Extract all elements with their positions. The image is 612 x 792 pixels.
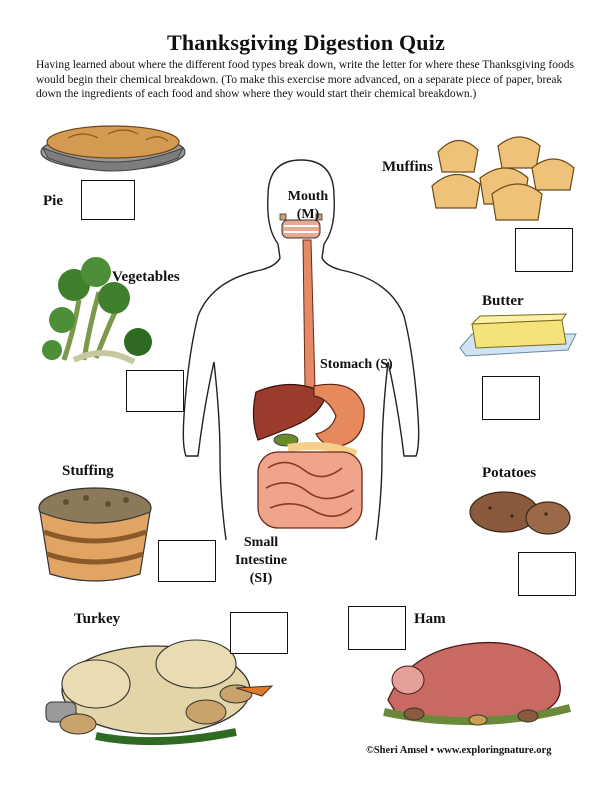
food-label-ham: Ham [414,611,446,627]
credit-line: ©Sheri Amsel • www.exploringnature.org [366,745,552,756]
stuffing-illustration [38,487,152,582]
small-intestine-icon [257,451,363,529]
organ-label-small-intestine-line1: Small [243,535,279,550]
organ-label-mouth: Mouth (M) [280,188,336,224]
organ-label-small-intestine-code: (SI) [249,571,273,586]
potatoes-illustration [469,491,571,535]
food-label-stuffing: Stuffing [62,463,114,479]
food-label-muffins: Muffins [382,159,433,175]
muffins-illustration [431,136,575,221]
organ-label-small-intestine-line2: Intestine [234,553,288,568]
page-title: Thanksgiving Digestion Quiz [166,30,446,55]
turkey-illustration [45,639,274,746]
body-outline-diagram [182,159,420,540]
answer-box-turkey[interactable] [230,612,288,654]
food-label-pie: Pie [43,193,63,209]
food-label-butter: Butter [482,293,524,309]
pie-illustration [40,125,186,172]
food-label-vegetables: Vegetables [112,269,180,285]
liver-icon [252,383,327,441]
answer-box-ham[interactable] [348,606,406,650]
answer-box-muffins[interactable] [515,228,573,272]
answer-box-pie[interactable] [81,180,135,220]
food-label-potatoes: Potatoes [482,465,537,481]
organ-label-small-intestine: Small Intestine (SI) [226,534,296,588]
instructions-text: Having learned about where the different… [36,59,574,100]
ham-illustration [383,641,572,726]
gallbladder-icon [273,433,299,447]
pancreas-icon [287,442,358,458]
vegetables-illustration [42,257,152,365]
answer-box-vegetables[interactable] [126,370,184,412]
body-outline [182,159,420,540]
butter-illustration [459,313,577,357]
answer-box-potatoes[interactable] [518,552,576,596]
stomach-icon [313,383,365,447]
food-label-turkey: Turkey [74,611,121,627]
mouth-icon [279,213,323,239]
organ-label-mouth-name: Mouth [287,189,329,204]
organ-label-mouth-code: (M) [296,207,320,222]
answer-box-butter[interactable] [482,376,540,420]
organ-label-stomach: Stomach (S) [320,357,393,372]
answer-box-stuffing[interactable] [158,540,216,582]
